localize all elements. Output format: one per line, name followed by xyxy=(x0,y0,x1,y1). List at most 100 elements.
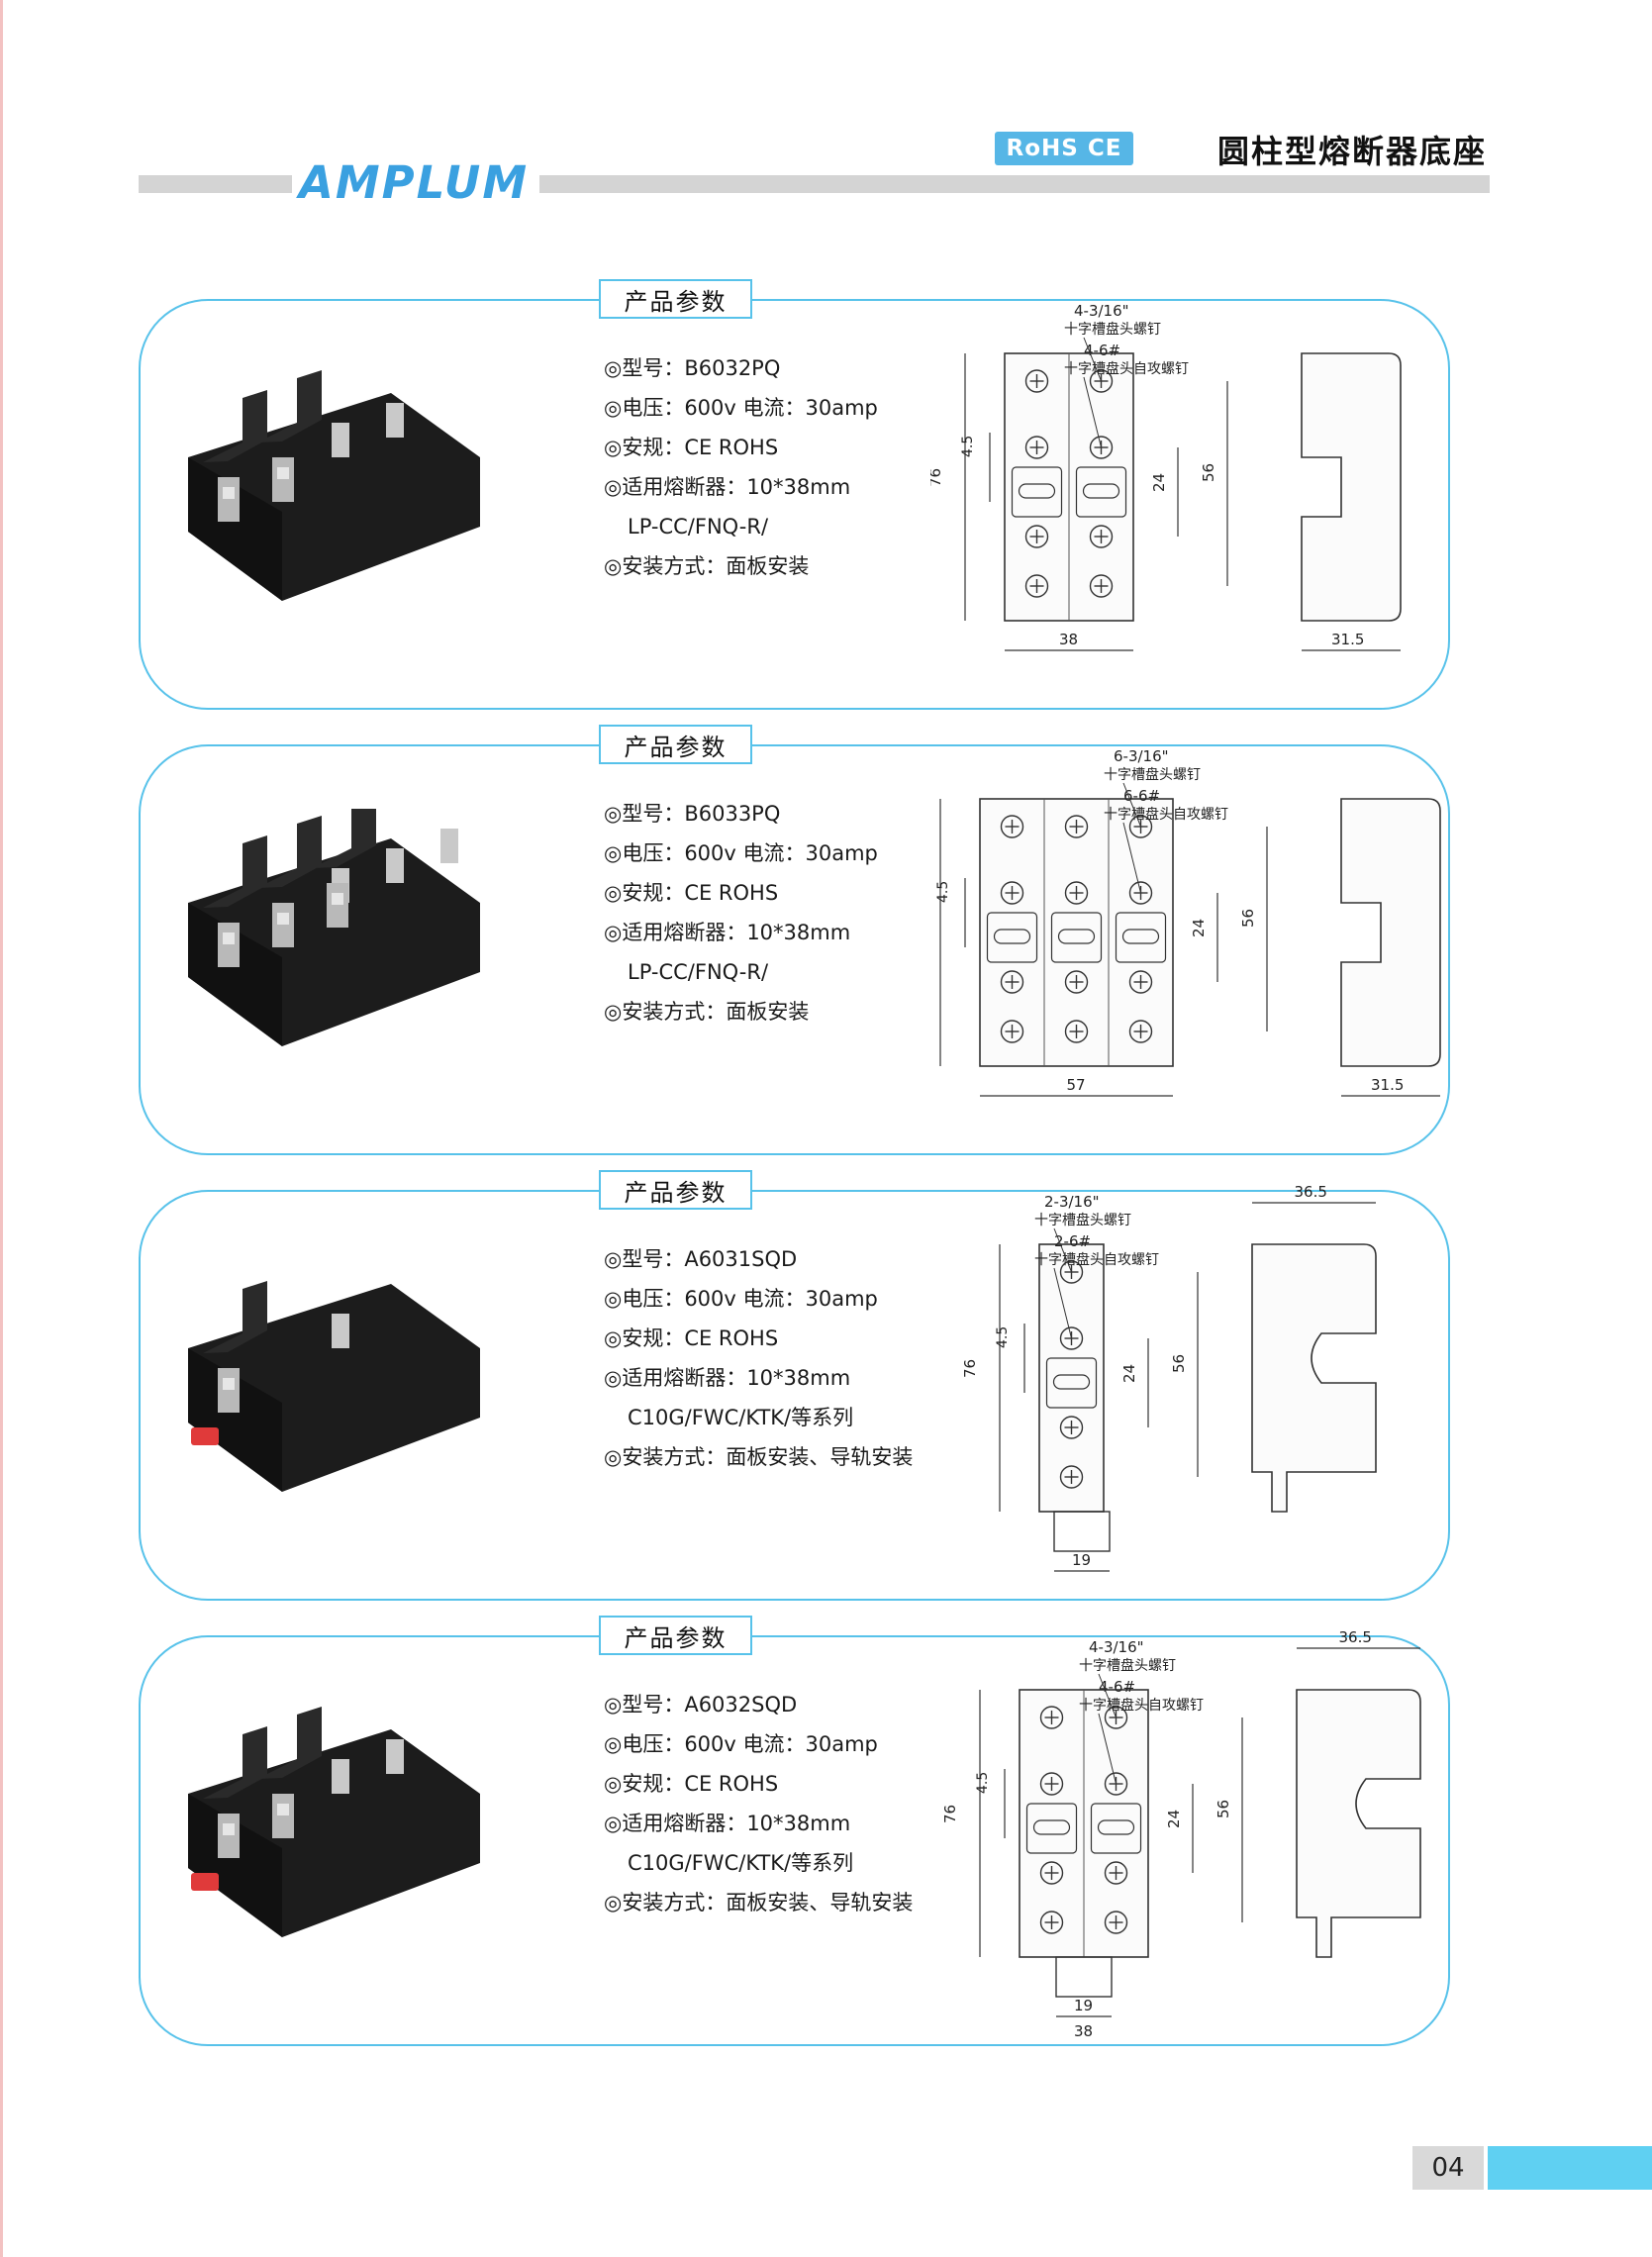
leader-line xyxy=(1122,822,1141,894)
screw1-desc: 十字槽盘头螺钉 xyxy=(1079,1657,1176,1674)
spec-line: ◎适用熔断器：10*38mm xyxy=(604,921,851,944)
dim-b-label: 24 xyxy=(1120,1364,1138,1383)
panel-title: 产品参数 xyxy=(599,279,752,319)
terminal-clip xyxy=(386,1739,404,1774)
screw-symbol xyxy=(1059,1326,1084,1350)
screw xyxy=(277,913,289,925)
base-front-face xyxy=(188,1794,282,1937)
fuse-slot-hole xyxy=(1057,929,1096,944)
screw-symbol xyxy=(1024,525,1049,548)
product-photo xyxy=(188,1707,480,1937)
screw-symbol xyxy=(1104,1772,1128,1796)
dim-c-label: 56 xyxy=(1239,909,1257,928)
base-front-face xyxy=(188,903,282,1046)
panel-title: 产品参数 xyxy=(599,1616,752,1655)
pole-block xyxy=(312,809,376,868)
screw-symbol xyxy=(1089,574,1114,598)
dim-width-label: 19 xyxy=(1072,1551,1091,1569)
spec-line: ◎电压：600v 电流：30amp xyxy=(604,396,878,420)
dim-c-label: 56 xyxy=(1200,463,1217,482)
pole-block xyxy=(203,1726,267,1799)
terminal-clip xyxy=(332,1314,349,1348)
product-photo xyxy=(188,809,480,1046)
dim-a-label: 4.5 xyxy=(975,1772,991,1794)
screw2-desc: 十字槽盘头自攻螺钉 xyxy=(1079,1697,1204,1714)
dimension-drawing: 764.5245619384-3/16"十字槽盘头螺钉4-6#十字槽盘头自攻螺钉… xyxy=(941,1630,1421,2036)
side-profile: 36.5 xyxy=(1296,1630,1421,1958)
header-bar-left xyxy=(139,175,292,193)
fuse-slot xyxy=(1090,1803,1142,1854)
spec-line: ◎电压：600v 电流：30amp xyxy=(604,1732,878,1756)
dim-width-label: 57 xyxy=(1067,1076,1086,1094)
spec-line: ◎安规：CE ROHS xyxy=(604,881,779,905)
pole-block xyxy=(203,835,267,908)
spec-line: ◎安装方式：面板安装、导轨安装 xyxy=(604,1445,914,1469)
screw xyxy=(223,487,235,499)
screw-symbol xyxy=(1059,1465,1084,1489)
dim-c-label: 56 xyxy=(1170,1354,1188,1373)
screw-symbol xyxy=(1089,369,1114,393)
screw1-desc: 十字槽盘头螺钉 xyxy=(1034,1212,1131,1228)
screw-symbol xyxy=(1128,1020,1153,1043)
terminal-clip xyxy=(218,477,240,522)
screw-symbol xyxy=(1000,815,1024,838)
fuse-slot-hole xyxy=(1082,483,1120,499)
dim-height-label: 76 xyxy=(961,1359,979,1378)
spec-line: LP-CC/FNQ-R/ xyxy=(628,960,769,984)
spec-line: ◎型号：B6032PQ xyxy=(604,356,781,380)
spec-line: ◎型号：A6032SQD xyxy=(604,1693,798,1717)
spec-line: ◎适用熔断器：10*38mm xyxy=(604,1366,851,1390)
spec-line: ◎安规：CE ROHS xyxy=(604,1772,779,1796)
pole-block xyxy=(203,390,267,462)
page-edge-line xyxy=(0,0,3,2257)
product-image xyxy=(188,1281,480,1492)
screw xyxy=(332,893,343,905)
dim-b-label: 24 xyxy=(1150,473,1168,492)
terminal-clip xyxy=(218,1814,240,1858)
screw1-spec: 6-3/16" xyxy=(1114,747,1169,765)
side-profile-outline xyxy=(1296,1689,1421,1958)
dim-b-label: 24 xyxy=(1165,1810,1183,1828)
screw-symbol xyxy=(1089,525,1114,548)
pole-block xyxy=(257,816,322,888)
screw xyxy=(223,1378,235,1390)
screw2-spec: 4-6# xyxy=(1099,1678,1135,1696)
fuse-slot-hole xyxy=(1097,1819,1135,1835)
screw-symbol xyxy=(1000,881,1024,905)
din-rail-latch xyxy=(191,1427,219,1445)
product-specs: ◎型号：B6033PQ◎电压：600v 电流：30amp◎安规：CE ROHS◎… xyxy=(604,794,878,1031)
page-number: 04 xyxy=(1412,2146,1484,2190)
technical-drawing: 764.5245619384-3/16"十字槽盘头螺钉4-6#十字槽盘头自攻螺钉… xyxy=(941,1630,1421,2036)
screw-symbol xyxy=(1128,970,1153,994)
dim-c-label: 56 xyxy=(1215,1800,1232,1818)
spec-line: ◎电压：600v 电流：30amp xyxy=(604,841,878,865)
cert-badge: RoHS CE xyxy=(995,132,1133,165)
side-profile: 31.5 xyxy=(1340,798,1441,1097)
dim-a-label: 4.5 xyxy=(960,436,976,457)
base-front-face xyxy=(188,1348,282,1492)
dim-width-label: 19 xyxy=(1074,1997,1093,2014)
spec-line: ◎适用熔断器：10*38mm xyxy=(604,1812,851,1835)
dimension-drawing: 764.52456576-3/16"十字槽盘头螺钉6-6#十字槽盘头自攻螺钉31… xyxy=(935,747,1441,1097)
leader-line xyxy=(1053,1227,1072,1273)
screw2-desc: 十字槽盘头自攻螺钉 xyxy=(1064,360,1189,377)
screw-symbol xyxy=(1039,1911,1064,1934)
screw-symbol xyxy=(1039,1772,1064,1796)
screw xyxy=(223,1823,235,1835)
screw-symbol xyxy=(1104,1911,1128,1934)
screw-symbol xyxy=(1059,1416,1084,1439)
drawing-outline xyxy=(979,798,1174,1067)
product-specs: ◎型号：A6031SQD◎电压：600v 电流：30amp◎安规：CE ROHS… xyxy=(604,1239,913,1477)
leader-line xyxy=(1098,1673,1117,1718)
leader-line xyxy=(1122,782,1141,828)
screw2-desc: 十字槽盘头自攻螺钉 xyxy=(1034,1251,1159,1268)
screw-symbol xyxy=(1064,970,1089,994)
leader-line xyxy=(1083,337,1102,382)
technical-drawing: 764.52456384-3/16"十字槽盘头螺钉4-6#十字槽盘头自攻螺钉31… xyxy=(930,302,1402,651)
fuse-slot xyxy=(1025,1803,1078,1854)
side-profile: 31.5 xyxy=(1301,352,1402,651)
fuse-slot-hole xyxy=(993,929,1031,944)
fuse-slot-hole xyxy=(1052,1374,1091,1390)
screw-symbol xyxy=(1104,1706,1128,1729)
terminal-clip xyxy=(272,457,294,502)
